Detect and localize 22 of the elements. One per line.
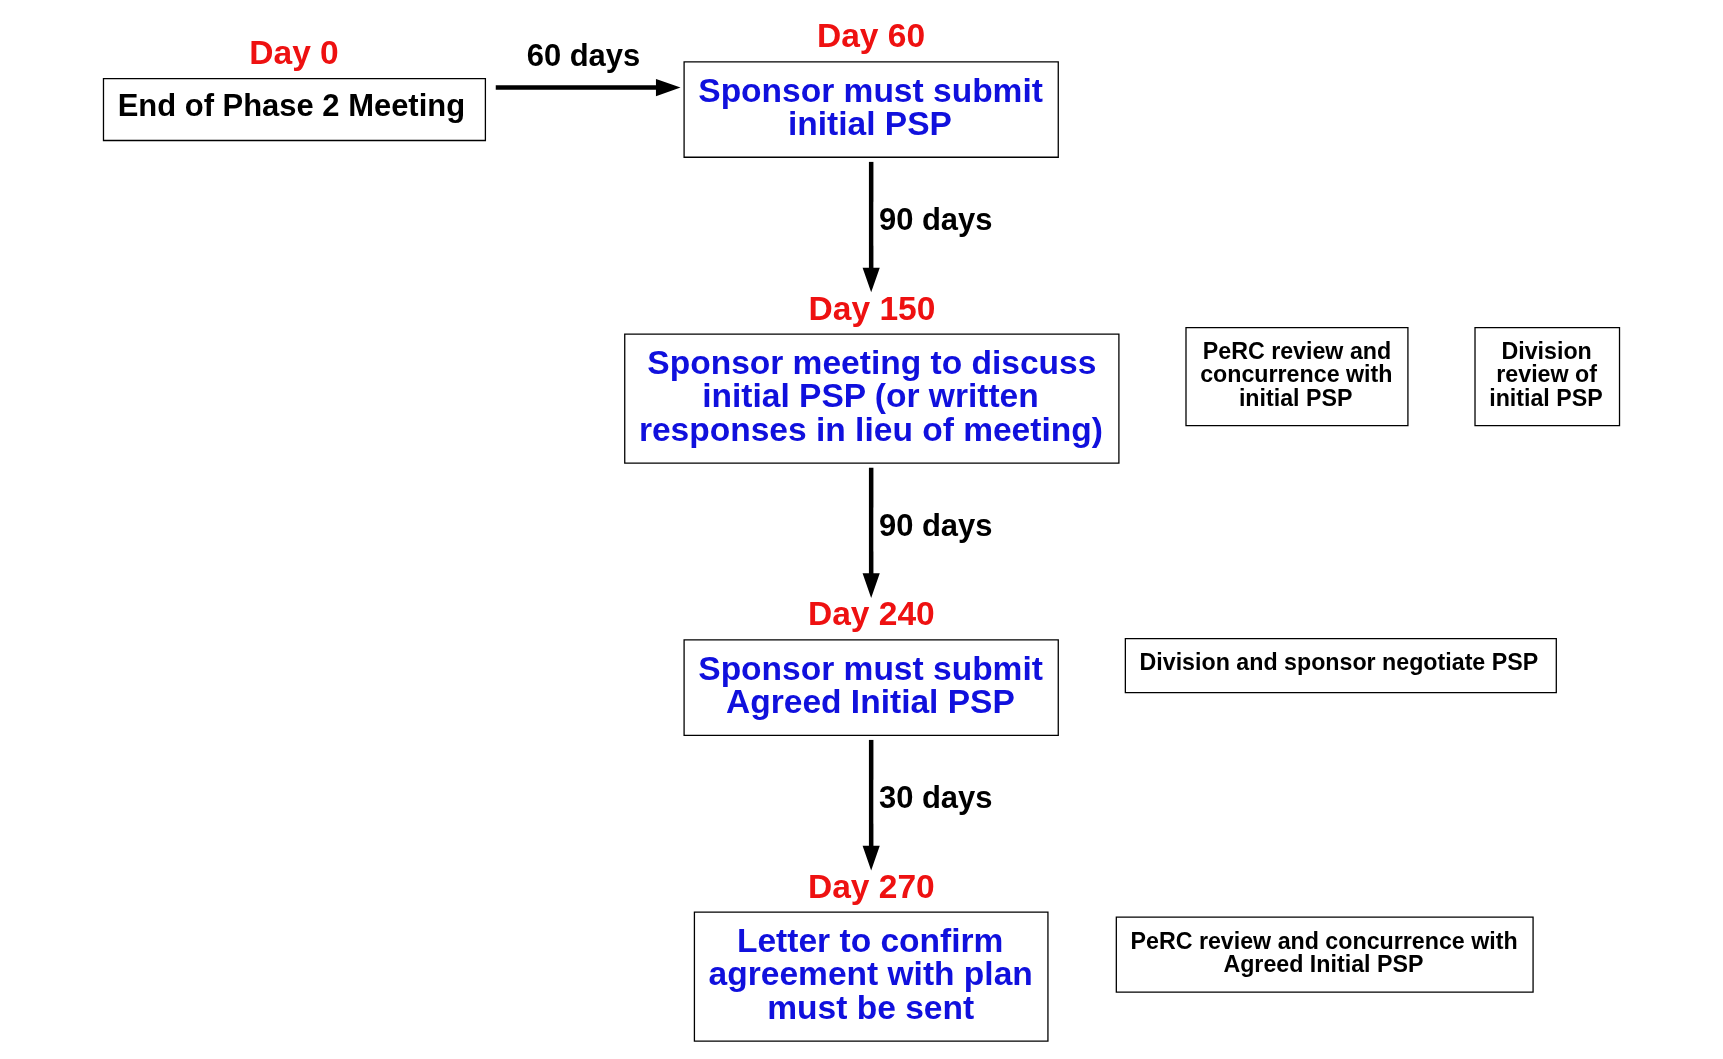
arrow — [495, 79, 681, 97]
arrow — [862, 467, 880, 598]
edge-label: 90 days — [878, 508, 993, 544]
node-box: Division and sponsor negotiate PSP — [1124, 637, 1557, 694]
node-label: Day 60 — [816, 17, 926, 55]
node-box: PeRC review and concurrence with initial PSP — [1185, 326, 1409, 427]
edge-label: 90 days — [878, 202, 993, 238]
node-box: Division review of initial PSP — [1474, 326, 1621, 427]
edge-label: 60 days — [526, 37, 641, 73]
node-box: Sponsor must submit Agreed Initial PSP — [683, 639, 1059, 736]
arrow — [862, 739, 880, 871]
node-box: Sponsor meeting to discuss initial PSP (or written responses in lieu of meeting) — [624, 333, 1120, 464]
arrow — [862, 161, 880, 293]
node-box: Letter to confirm agreement with plan must be sent — [693, 911, 1049, 1042]
edge-label: 30 days — [878, 780, 993, 816]
node-box: Sponsor must submit initial PSP — [683, 61, 1059, 158]
node-label: Day 270 — [807, 867, 935, 905]
node-label: Day 150 — [808, 289, 936, 327]
node-label: Day 240 — [807, 595, 935, 633]
node-box: End of Phase 2 Meeting — [102, 77, 487, 142]
node-label: Day 0 — [249, 34, 339, 72]
node-box: PeRC review and concurrence with Agreed Initial PSP — [1115, 916, 1534, 993]
